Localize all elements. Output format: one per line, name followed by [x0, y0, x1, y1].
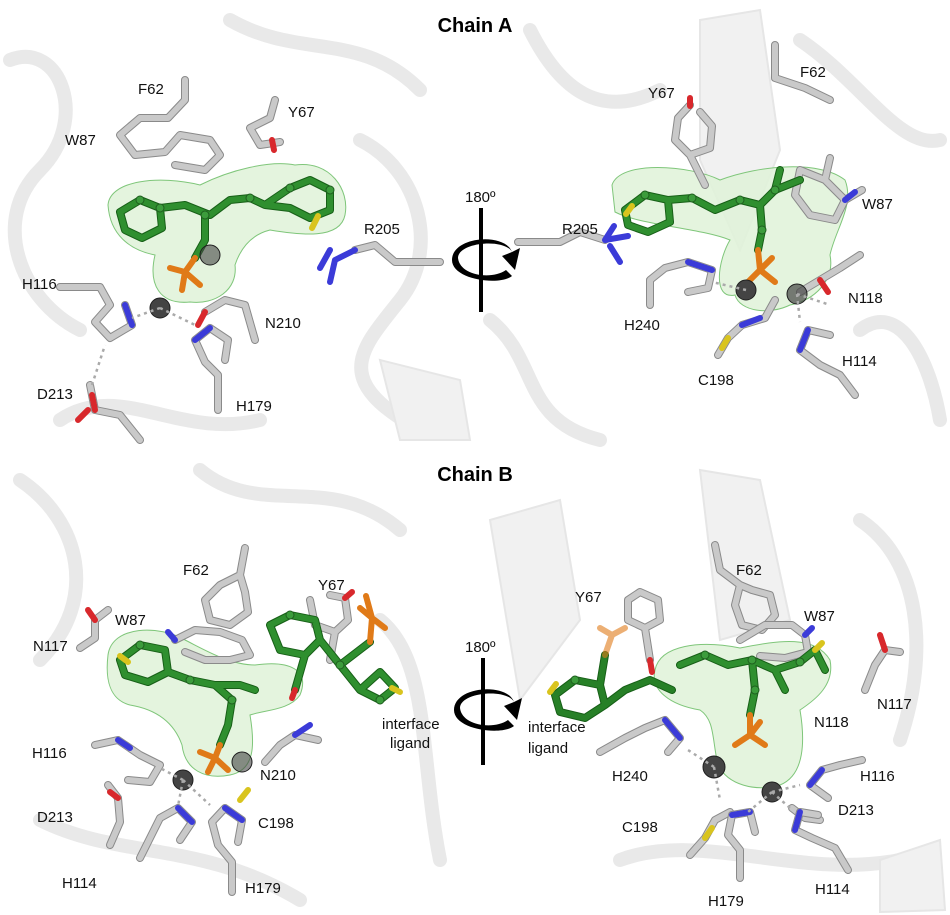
residue-label: H116 — [32, 745, 67, 762]
chain-b-title: Chain B — [437, 464, 513, 486]
residue-label: N210 — [265, 315, 301, 332]
residue-label: H240 — [624, 317, 660, 334]
interface-ligand-label: ligand — [390, 735, 430, 752]
residue-label: D213 — [37, 809, 73, 826]
residue-label: W87 — [862, 196, 893, 213]
residue-label: W87 — [65, 132, 96, 149]
residue-label: C198 — [258, 815, 294, 832]
interface-ligand-label: interface — [528, 719, 586, 736]
chain-a-left-view: F62 Y67 W87 R205 H116 N210 D213 H179 — [22, 76, 444, 444]
residue-label: F62 — [800, 64, 826, 81]
rotation-arrow-chain-a: 180º — [452, 189, 520, 312]
residue-label: D213 — [37, 386, 73, 403]
residue-label: D213 — [838, 802, 874, 819]
residue-label: C198 — [622, 819, 658, 836]
rotation-label: 180º — [465, 639, 496, 656]
residue-label: H240 — [612, 768, 648, 785]
residue-label: N210 — [260, 767, 296, 784]
protein-cartoon-background — [3, 8, 947, 914]
residue-label: F62 — [183, 562, 209, 579]
rotation-label: 180º — [465, 189, 496, 206]
interface-ligand-label: interface — [382, 716, 440, 733]
residue-label: H179 — [236, 398, 272, 415]
residue-label: F62 — [138, 81, 164, 98]
residue-label: W87 — [804, 608, 835, 625]
chain-b-right-view: F62 Y67 W87 N117 N118 H240 H116 D213 C19… — [528, 541, 912, 910]
residue-label: R205 — [562, 221, 598, 238]
interface-ligand-label: ligand — [528, 740, 568, 757]
residue-label: H179 — [245, 880, 281, 897]
residue-label: N117 — [877, 696, 912, 713]
residue-label: Y67 — [575, 589, 602, 606]
metal-ion — [231, 751, 253, 773]
residue-label: H179 — [708, 893, 744, 910]
residue-label: N118 — [814, 714, 849, 731]
chain-a-title: Chain A — [438, 15, 513, 37]
rotate-icon — [452, 239, 520, 281]
residue-label: Y67 — [288, 104, 315, 121]
residue-label: N117 — [33, 638, 68, 655]
chain-b-left-view: F62 Y67 W87 N117 H116 N210 D213 C198 H11… — [32, 544, 440, 897]
metal-ion — [199, 244, 221, 266]
residue-label: F62 — [736, 562, 762, 579]
residue-label: C198 — [698, 372, 734, 389]
residue-label: H116 — [22, 276, 57, 293]
residue-label: H116 — [860, 768, 895, 785]
electron-density-mesh — [653, 640, 832, 789]
residue-label: Y67 — [648, 85, 675, 102]
electron-density-mesh — [106, 629, 304, 777]
residue-label: R205 — [364, 221, 400, 238]
residue-label: H114 — [815, 881, 850, 898]
residue-label: W87 — [115, 612, 146, 629]
rotation-arrow-chain-b: 180º — [454, 639, 522, 765]
residue-label: N118 — [848, 290, 883, 307]
chain-a-right-view: F62 Y67 R205 W87 H240 N118 C198 H114 — [514, 41, 893, 399]
residue-label: H114 — [62, 875, 97, 892]
residue-label: Y67 — [318, 577, 345, 594]
residue-label: H114 — [842, 353, 877, 370]
rotate-icon — [454, 689, 522, 731]
